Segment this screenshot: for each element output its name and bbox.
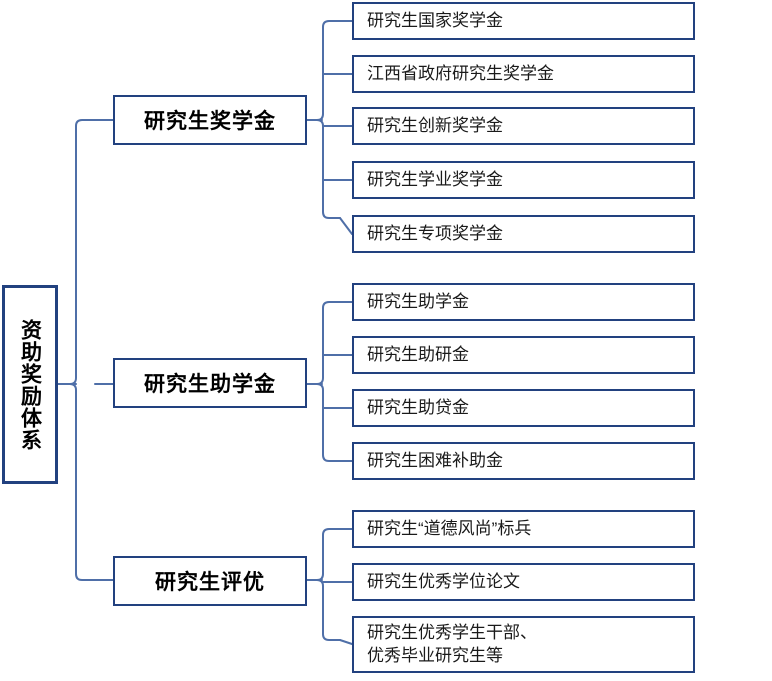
- leaf-node[interactable]: 研究生优秀学位论文: [352, 563, 695, 601]
- leaf-node-label: 研究生国家奖学金: [367, 10, 503, 30]
- category-node-grant[interactable]: 研究生助学金: [113, 358, 307, 408]
- category-node-honors[interactable]: 研究生评优: [113, 556, 307, 606]
- connector-group-2-bracket: [316, 301, 341, 462]
- connector-root-bracket: [69, 119, 96, 581]
- leaf-node[interactable]: 江西省政府研究生奖学金: [352, 55, 695, 93]
- leaf-node-label: 江西省政府研究生奖学金: [367, 63, 554, 83]
- leaf-node-label: 研究生学业奖学金: [367, 169, 503, 189]
- leaf-node-label: 研究生优秀学生干部、 优秀毕业研究生等: [367, 623, 537, 665]
- leaf-node[interactable]: 研究生专项奖学金: [352, 215, 695, 253]
- leaf-node[interactable]: 研究生助贷金: [352, 389, 695, 427]
- category-node-scholarship[interactable]: 研究生奖学金: [113, 95, 307, 145]
- category-node-label: 研究生奖学金: [144, 110, 276, 133]
- leaf-node[interactable]: 研究生创新奖学金: [352, 107, 695, 145]
- category-node-label: 研究生评优: [155, 571, 265, 594]
- leaf-node-label: 研究生助学金: [367, 291, 469, 311]
- connector-group-1-bracket: [316, 20, 341, 219]
- leaf-node[interactable]: 研究生助学金: [352, 283, 695, 321]
- connector-group-3-bracket: [316, 528, 341, 641]
- leaf-node-label: 研究生创新奖学金: [367, 115, 503, 135]
- leaf-node[interactable]: 研究生困难补助金: [352, 442, 695, 480]
- leaf-node[interactable]: 研究生优秀学生干部、 优秀毕业研究生等: [352, 616, 695, 673]
- leaf-node[interactable]: 研究生学业奖学金: [352, 161, 695, 199]
- root-node-label: 资助奖励体系: [18, 318, 42, 451]
- connector-group-1-to-leaf-5: [339, 217, 353, 235]
- leaf-node-label: 研究生“道德风尚”标兵: [367, 518, 532, 538]
- leaf-node[interactable]: 研究生国家奖学金: [352, 2, 695, 40]
- connector-group-3-to-leaf-3: [339, 639, 353, 645]
- leaf-node[interactable]: 研究生“道德风尚”标兵: [352, 510, 695, 548]
- leaf-node[interactable]: 研究生助研金: [352, 336, 695, 374]
- leaf-node-label: 研究生助贷金: [367, 397, 469, 417]
- leaf-node-label: 研究生专项奖学金: [367, 223, 503, 243]
- leaf-node-label: 研究生助研金: [367, 344, 469, 364]
- category-node-label: 研究生助学金: [144, 373, 276, 396]
- root-node[interactable]: 资助奖励体系: [2, 285, 58, 484]
- leaf-node-label: 研究生困难补助金: [367, 450, 503, 470]
- leaf-node-label: 研究生优秀学位论文: [367, 571, 520, 591]
